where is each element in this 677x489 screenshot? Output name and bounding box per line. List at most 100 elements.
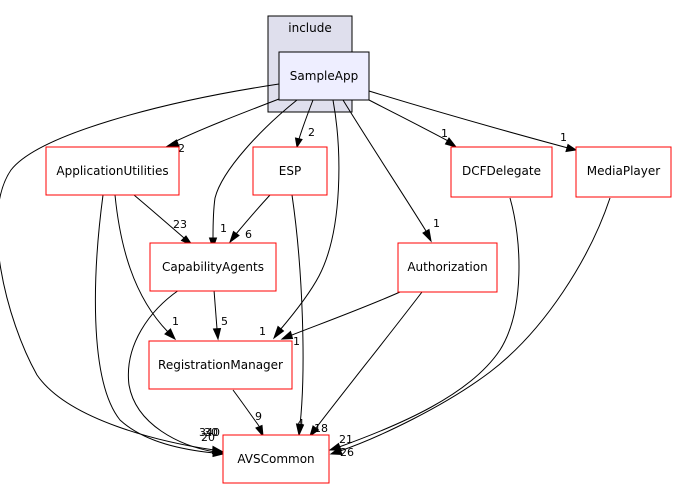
edge-esp-capabilityagents[interactable]: 6	[229, 194, 271, 244]
edge-capabilityagents-avscommon[interactable]: 30	[127, 289, 225, 457]
edge-label: 4	[297, 417, 304, 430]
node-label: SampleApp	[290, 69, 358, 83]
edge-label: 30	[204, 426, 218, 439]
node-mediaplayer[interactable]: MediaPlayer	[575, 146, 672, 198]
node-avscommon[interactable]: AVSCommon	[222, 434, 330, 484]
edge-label: 2	[308, 126, 315, 139]
node-box	[45, 146, 180, 196]
node-box	[222, 434, 330, 484]
arrowhead	[212, 447, 225, 457]
node-label: RegistrationManager	[158, 358, 283, 372]
arrowhead	[295, 423, 305, 437]
node-label: CapabilityAgents	[162, 260, 264, 274]
node-label: Authorization	[407, 260, 487, 274]
edge-label: 1	[441, 127, 448, 140]
node-label: AVSCommon	[237, 452, 314, 466]
edge-label: 5	[221, 315, 228, 328]
edge-line	[368, 99, 451, 143]
edges: 2 2 1 1 1 1	[0, 83, 611, 459]
arrowhead	[280, 330, 294, 340]
edge-authorization-avscommon[interactable]: 18	[309, 291, 423, 438]
edge-line	[171, 98, 280, 144]
arrowhead	[329, 446, 343, 456]
nodes: SampleApp ApplicationUtilities ESP DCFDe…	[45, 51, 672, 484]
edge-label: 1	[259, 325, 266, 338]
edge-line	[133, 194, 185, 239]
node-box	[278, 51, 370, 101]
edge-line	[127, 289, 216, 453]
edge-line	[368, 90, 569, 149]
node-capabilityagents[interactable]: CapabilityAgents	[149, 242, 277, 292]
edge-sampleapp-registrationmanager[interactable]: 1	[259, 99, 340, 340]
arrowhead	[444, 137, 458, 148]
edge-line	[291, 194, 304, 426]
edge-line	[94, 194, 215, 454]
edge-line	[339, 197, 611, 452]
edge-label: 1	[172, 315, 179, 328]
edge-line	[298, 99, 314, 140]
edge-applicationutilities-capabilityagents[interactable]: 23	[133, 194, 194, 247]
node-box	[148, 340, 293, 390]
cluster-include-label: include	[288, 21, 331, 35]
edge-label: 20	[201, 431, 215, 444]
node-label: ApplicationUtilities	[56, 164, 168, 178]
edge-line	[0, 83, 280, 451]
edge-sampleapp-esp[interactable]: 2	[294, 99, 316, 149]
node-box	[450, 146, 553, 198]
node-dcfdelegate[interactable]: DCFDelegate	[450, 146, 553, 198]
edge-line	[235, 194, 271, 235]
edge-sampleapp-dcfdelegate[interactable]: 1	[368, 99, 458, 148]
edge-dcfdelegate-avscommon[interactable]: 21	[328, 197, 520, 451]
edge-capabilityagents-registrationmanager[interactable]: 5	[212, 289, 229, 341]
edge-label: 1	[220, 222, 227, 235]
edge-line	[291, 291, 401, 336]
edge-sampleapp-authorization[interactable]: 1	[342, 99, 440, 243]
arrowhead	[164, 328, 177, 341]
edge-label: 9	[255, 410, 262, 423]
edge-mediaplayer-avscommon[interactable]: 26	[329, 197, 611, 459]
node-applicationutilities[interactable]: ApplicationUtilities	[45, 146, 180, 196]
edge-sampleapp-mediaplayer[interactable]: 1	[368, 90, 578, 153]
edge-label: 1	[433, 217, 440, 230]
edge-line	[338, 197, 520, 448]
edge-label: 1	[293, 335, 300, 348]
node-label: MediaPlayer	[587, 164, 660, 178]
edge-line	[279, 99, 340, 331]
node-authorization[interactable]: Authorization	[397, 242, 498, 293]
edge-label: 2	[178, 142, 185, 155]
node-label: ESP	[279, 164, 301, 178]
node-label: DCFDelegate	[462, 164, 541, 178]
node-esp[interactable]: ESP	[252, 146, 328, 196]
arrowhead	[272, 325, 285, 340]
arrowhead	[255, 424, 264, 438]
arrowhead	[229, 230, 240, 244]
arrowhead	[309, 425, 320, 438]
node-box	[575, 146, 672, 198]
node-box	[397, 242, 498, 293]
edge-label: 21	[339, 433, 353, 446]
node-box	[252, 146, 328, 196]
arrowhead	[422, 228, 432, 243]
edge-line	[212, 99, 298, 239]
edge-line	[232, 389, 260, 427]
edge-authorization-registrationmanager[interactable]: 1	[280, 291, 401, 348]
edge-label: 23	[173, 218, 187, 231]
edge-registrationmanager-avscommon[interactable]: 9	[232, 389, 264, 438]
edge-line	[114, 194, 169, 333]
node-registrationmanager[interactable]: RegistrationManager	[148, 340, 293, 390]
edge-line	[213, 289, 218, 330]
edge-applicationutilities-registrationmanager[interactable]: 1	[114, 194, 179, 341]
node-sampleapp[interactable]: SampleApp	[278, 51, 370, 101]
edge-line	[342, 99, 427, 232]
edge-label: 1	[560, 131, 567, 144]
edge-line	[315, 291, 423, 429]
arrowhead	[212, 327, 222, 341]
arrowhead	[294, 137, 303, 149]
arrowhead	[565, 143, 578, 153]
edge-label: 26	[340, 446, 354, 459]
node-box	[149, 242, 277, 292]
edge-label: 6	[245, 228, 252, 241]
edge-applicationutilities-avscommon[interactable]: 20	[94, 194, 225, 458]
edge-esp-avscommon[interactable]: 4	[291, 194, 305, 437]
